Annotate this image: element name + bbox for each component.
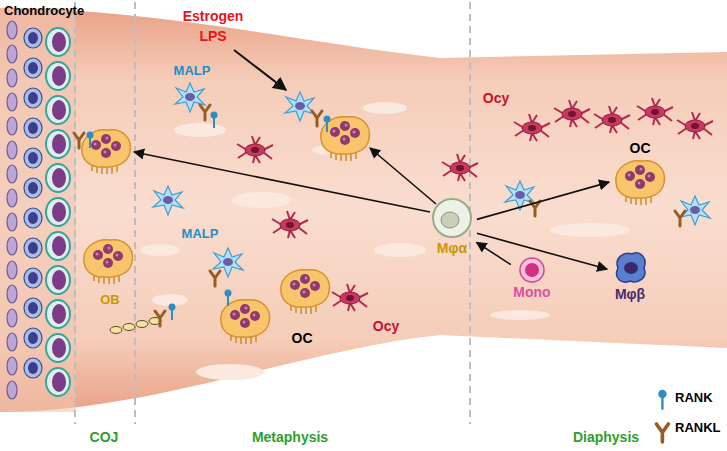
cell-label: MALP [182, 226, 219, 242]
zone-label: Metaphysis [252, 429, 328, 446]
cell-label: MALP [174, 63, 211, 79]
cell-label: OC [292, 330, 313, 347]
connector-arrow [477, 182, 609, 219]
macrophage-cell: Mφβ [610, 248, 650, 303]
monocyte-cell: Mono [513, 256, 550, 301]
connector-arrow [477, 242, 511, 264]
zone-label: COJ [90, 429, 119, 446]
legend-entry: RANKL [675, 420, 721, 435]
node-text: Mφα [437, 240, 467, 257]
node-text: Mono [513, 284, 550, 301]
cell-label: Ocy [373, 318, 399, 335]
cell-label: Ocy [483, 90, 509, 107]
region-label: Chondrocyte [4, 3, 84, 19]
node-text: OC [630, 140, 651, 157]
zone-label: Diaphysis [573, 429, 639, 446]
stimulus-label: LPS [199, 28, 226, 45]
cell-drawing [610, 248, 650, 286]
cell-label: OB [100, 292, 120, 308]
legend-entry: RANK [675, 390, 713, 405]
macrophage-cell: Mφα [430, 196, 474, 257]
osteoclast-cell: OC [612, 140, 668, 207]
legend-text: RANK [675, 390, 713, 405]
stimulus-label: Estrogen [183, 8, 244, 25]
cell-drawing [430, 196, 474, 240]
cell-drawing [518, 256, 546, 284]
legend-text: RANKL [675, 420, 721, 435]
cell-drawing [612, 157, 668, 207]
node-text: Mφβ [615, 286, 645, 303]
